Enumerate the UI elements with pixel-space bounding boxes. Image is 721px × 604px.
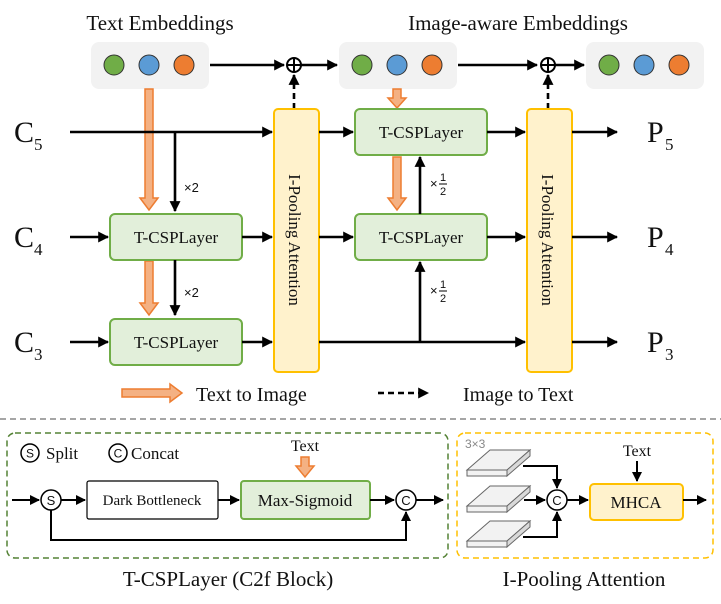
mhca-label: MHCA	[610, 493, 662, 512]
ipool-text-label: Text	[623, 443, 652, 460]
multiplier-half-top-num: 1	[440, 172, 446, 184]
multiplier-half-bottom-prefix: ×	[430, 283, 438, 298]
pooled-feature-map-3	[465, 519, 532, 549]
embedding-dot-orange	[173, 54, 195, 76]
output-p5: P 5	[647, 116, 674, 154]
ipooling-attention-1-label: I-Pooling Attention	[285, 174, 304, 306]
legend-orange-arrow-icon	[121, 382, 184, 404]
kernel-size-label: 3×3	[465, 437, 486, 451]
multiplier-half-top: × 1 2	[430, 172, 447, 198]
tcsp-layer-c3: T-CSPLayer	[109, 318, 243, 366]
output-p4: P 4	[647, 221, 674, 259]
concat-icon-symbol: C	[114, 447, 123, 461]
legend-text-to-image: Text to Image	[196, 384, 307, 406]
ipooling-attention-2-label: I-Pooling Attention	[538, 174, 557, 306]
pooled-feature-map-1	[465, 448, 532, 478]
embedding-dot-green	[351, 54, 373, 76]
ipool-concat-symbol: C	[552, 493, 561, 508]
pooled-feature-map-2	[465, 484, 532, 514]
arrow-map1-to-concat	[523, 465, 562, 489]
input-c4: C 4	[14, 221, 43, 259]
text-to-image-arrow-p5-to-p4	[386, 156, 408, 212]
embedding-dot-blue	[138, 54, 160, 76]
input-c3-base: C	[14, 326, 34, 359]
legend: Text to Image Image to Text	[121, 382, 574, 406]
embedding-dot-green	[103, 54, 125, 76]
concat-legend-label: Concat	[131, 444, 179, 463]
max-sigmoid-label: Max-Sigmoid	[258, 491, 353, 510]
tcsp-detail-caption: T-CSPLayer (C2f Block)	[123, 567, 333, 591]
ipooling-attention-2: I-Pooling Attention	[526, 108, 573, 373]
embedding-dot-blue	[386, 54, 408, 76]
split-icon-symbol: S	[26, 447, 34, 461]
split-icon	[20, 443, 40, 463]
text-to-image-arrow-c4-c3	[138, 260, 160, 317]
input-c4-sub: 4	[34, 240, 43, 259]
output-p3-sub: 3	[665, 345, 674, 364]
multiplier-half-top-den: 2	[440, 186, 446, 198]
ipool-detail-caption: I-Pooling Attention	[503, 567, 666, 591]
embedding-dot-green	[598, 54, 620, 76]
concat-icon	[108, 443, 128, 463]
embedding-dot-orange	[421, 54, 443, 76]
output-p4-sub: 4	[665, 240, 674, 259]
embedding-dot-blue	[633, 54, 655, 76]
input-c3-sub: 3	[34, 345, 43, 364]
image-aware-embeddings-title: Image-aware Embeddings	[408, 11, 628, 35]
split-legend-label: Split	[46, 444, 78, 463]
multiplier-half-bottom: × 1 2	[430, 279, 447, 305]
tcsp-layer-c4-label: T-CSPLayer	[134, 228, 219, 247]
concat-node-symbol: C	[401, 493, 410, 508]
multiplier-x2-bottom: ×2	[184, 285, 199, 300]
split-node-symbol: S	[47, 493, 56, 508]
output-p5-sub: 5	[665, 135, 674, 154]
tcsp-detail-text-arrow-icon	[294, 456, 316, 479]
ipool-detail-panel: 3×3 C Text MHCA	[456, 432, 714, 559]
tcsp-layer-p4-label: T-CSPLayer	[379, 228, 464, 247]
text-embeddings-box	[91, 42, 209, 89]
multiplier-half-bottom-den: 2	[440, 293, 446, 305]
split-legend: S Split	[20, 443, 78, 463]
text-to-image-arrow-long	[138, 88, 160, 212]
tcsp-layer-p5: T-CSPLayer	[354, 108, 488, 156]
image-aware-embeddings-box-1	[339, 42, 457, 89]
output-p5-base: P	[647, 116, 664, 149]
concat-legend: C Concat	[108, 443, 179, 463]
image-aware-embeddings-box-2	[586, 42, 704, 89]
tcsp-layer-p4: T-CSPLayer	[354, 213, 488, 261]
input-c5-sub: 5	[34, 135, 43, 154]
input-c4-base: C	[14, 221, 34, 254]
input-c5-base: C	[14, 116, 34, 149]
multiplier-half-bottom-num: 1	[440, 279, 446, 291]
tcsp-detail-text-label: Text	[291, 438, 320, 455]
tcsp-layer-c4: T-CSPLayer	[109, 213, 243, 261]
mhca-box	[589, 483, 684, 521]
output-p3: P 3	[647, 326, 674, 364]
output-p3-base: P	[647, 326, 664, 359]
tcsp-detail-panel: S Split C Concat Text S Dark Bottleneck …	[6, 432, 449, 559]
arrow-split-skip-to-concat	[50, 510, 411, 541]
text-to-image-arrow-image-emb-to-p5	[386, 88, 408, 110]
input-c5: C 5	[14, 116, 43, 154]
sum-node-1	[286, 57, 302, 73]
multiplier-half-top-prefix: ×	[430, 176, 438, 191]
arrow-map3-to-concat	[523, 511, 562, 538]
tcsp-layer-c3-label: T-CSPLayer	[134, 333, 219, 352]
ipooling-attention-1: I-Pooling Attention	[273, 108, 320, 373]
sum-node-2	[540, 57, 556, 73]
output-p4-base: P	[647, 221, 664, 254]
dark-bottleneck-label: Dark Bottleneck	[103, 493, 202, 509]
tcsp-layer-p5-label: T-CSPLayer	[379, 123, 464, 142]
legend-image-to-text: Image to Text	[463, 384, 574, 406]
text-embeddings-title: Text Embeddings	[86, 11, 233, 35]
multiplier-x2-top: ×2	[184, 180, 199, 195]
input-c3: C 3	[14, 326, 43, 364]
embedding-dot-orange	[668, 54, 690, 76]
